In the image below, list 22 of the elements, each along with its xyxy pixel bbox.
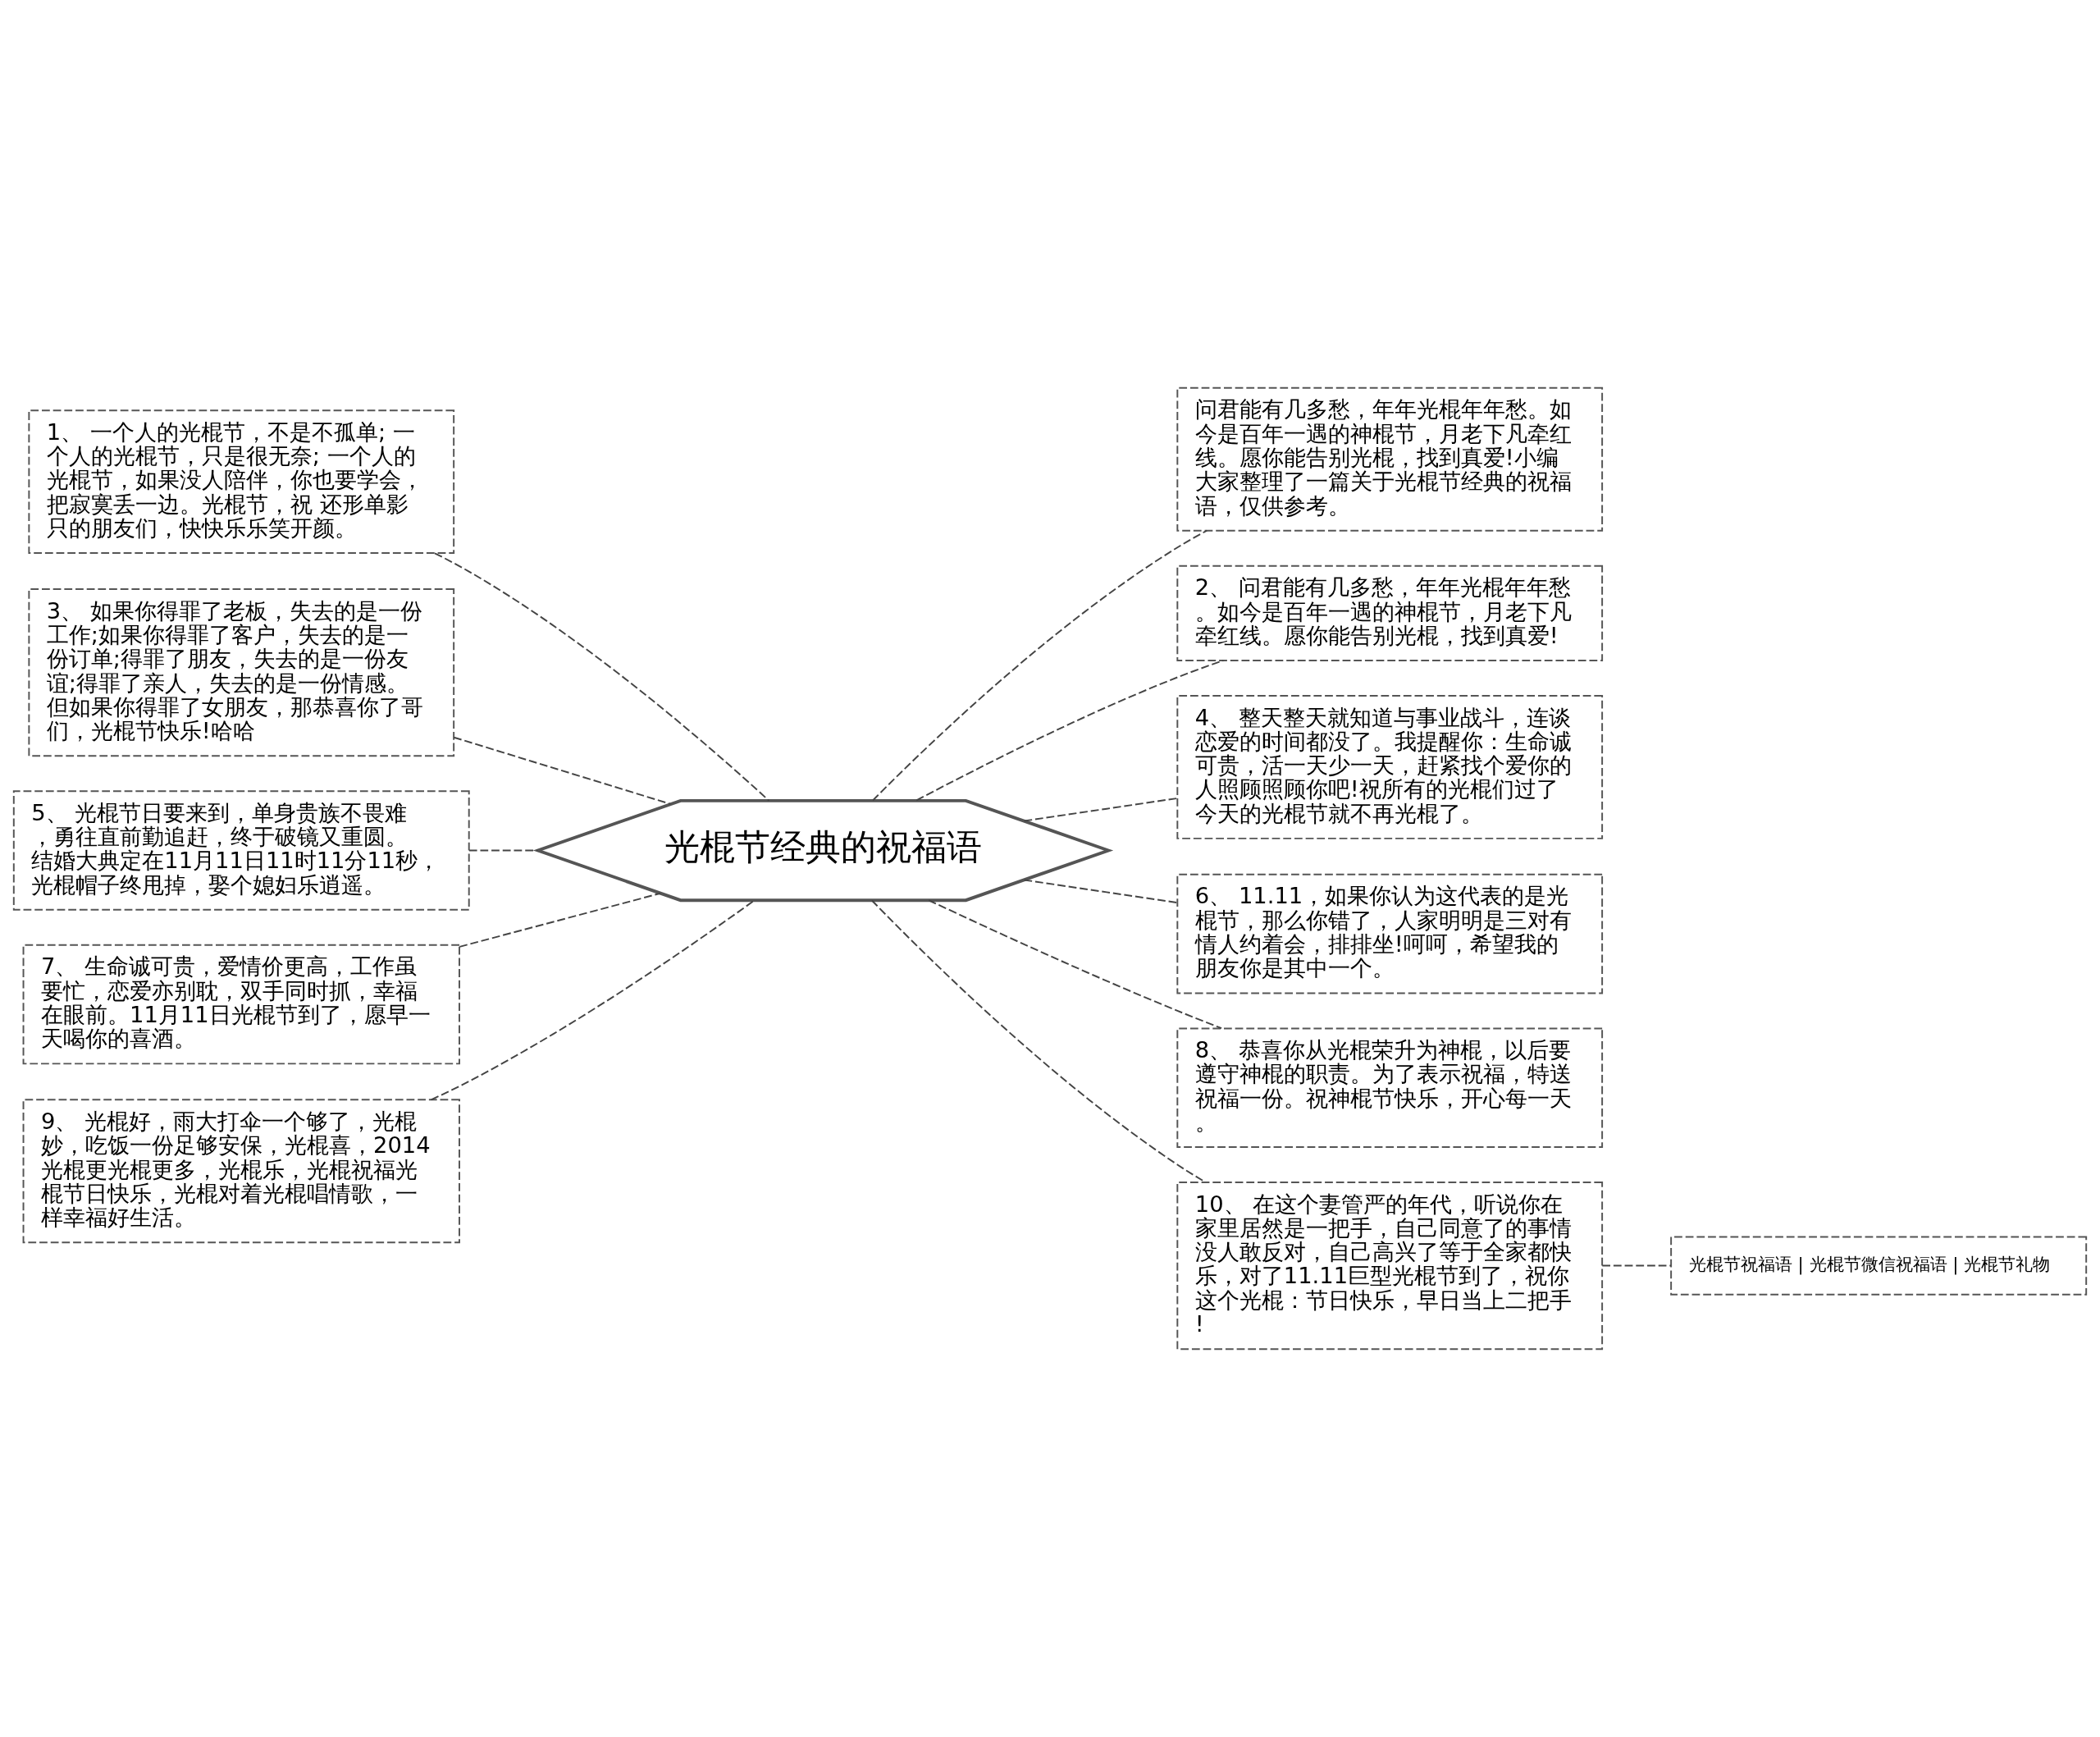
connector (434, 552, 770, 802)
connector (1023, 879, 1178, 904)
connector (872, 529, 1208, 802)
node-box: 9、 光棍好，雨大打伞一个够了，光棍妙，吃饭一份足够安保，光棍喜，2014光棍更光棍更多，光棍乐，光棍祝福光棍节日快乐，光棍对着光棍唱情歌，一样幸福好生活。 (22, 1099, 460, 1244)
node-box: 7、 生命诚可贵，爱情价更高，工作虽要忙，恋爱亦别耽，双手同时抓，幸福在眼前。11月11日光棍节到了，愿早一天喝你的喜酒。 (22, 944, 460, 1065)
node-box: 6、 11.11，如果你认为这代表的是光棍节，那么你错了，人家明明是三对有情人约着会，排排坐!呵呵，希望我的朋友你是其中一个。 (1176, 873, 1604, 994)
connector (1601, 1264, 1672, 1267)
node-box: 1、 一个人的光棍节，不是不孤单; 一个人的光棍节，只是很无奈; 一个人的光棍节，如果没人陪伴，你也要学会，把寂寞丢一边。光棍节，祝 还形单影只的朋友们，快快乐乐笑开颜。 (28, 409, 455, 555)
connector (453, 736, 672, 805)
node-box: 3、 如果你得罪了老板，失去的是一份工作;如果你得罪了客户，失去的是一份订单;得罪了朋友，失去的是一份友谊;得罪了亲人，失去的是一份情感。但如果你得罪了女朋友，那恭喜你了哥们，光棍节快乐!哈哈 (28, 588, 455, 757)
node-box: 2、 问君能有几多愁，年年光棍年年愁。如今是百年一遇的神棍节，月老下凡牵红线。愿你能告别光棍，找到真爱! (1176, 565, 1604, 661)
connector (928, 899, 1222, 1030)
node-box: 4、 整天整天就知道与事业战斗，连谈恋爱的时间都没了。我提醒你：生命诚可贵，活一天少一天，赶紧找个爱你的人照顾照顾你吧!祝所有的光棍们过了今天的光棍节就不再光棍了。 (1176, 695, 1604, 839)
connector (468, 849, 539, 852)
node-box: 5、 光棍节日要来到，单身贵族不畏难，勇往直前勤追赶，终于破镜又重圆。结婚大典定在11月11日11时11分11秒，光棍帽子终甩掉，娶个媳妇乐逍遥。 (12, 790, 470, 911)
node-box: 光棍节祝福语 | 光棍节微信祝福语 | 光棍节礼物 (1670, 1236, 2088, 1296)
connector (459, 892, 662, 948)
node-box: 10、 在这个妻管严的年代，听说你在家里居然是一把手，自己同意了的事情没人敢反对，自己高兴了等于全家都快乐，对了11.11巨型光棍节到了，祝你这个光棍：节日快乐，早日当上二把手! (1176, 1182, 1604, 1351)
connector (1023, 798, 1178, 822)
node-box: 问君能有几多愁，年年光棍年年愁。如今是百年一遇的神棍节，月老下凡牵红线。愿你能告别光棍，找到真爱!小编大家整理了一篇关于光棍节经典的祝福语，仅供参考。 (1176, 386, 1604, 532)
connector (430, 899, 756, 1101)
node-box: 8、 恭喜你从光棍荣升为神棍，以后要遵守神棍的职责。为了表示祝福，特送祝福一份。祝神棍节快乐，开心每一天。 (1176, 1027, 1604, 1148)
